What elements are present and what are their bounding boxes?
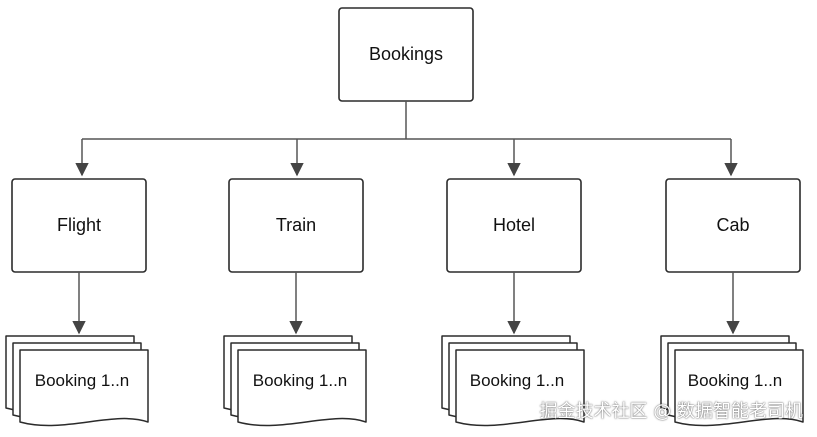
doc-label-train: Booking 1..n [253,371,348,390]
category-label-hotel: Hotel [493,215,535,235]
doc-connectors [72,272,740,335]
doc-stack-hotel: Booking 1..n [441,335,585,427]
doc-sheet-front [455,349,585,427]
doc-sheet-front [237,349,367,427]
doc-label-cab: Booking 1..n [688,371,783,390]
doc-label-flight: Booking 1..n [35,371,130,390]
root-node: Bookings [338,7,474,102]
doc-stack-flight: Booking 1..n [5,335,149,427]
category-label-flight: Flight [57,215,101,235]
category-node-cab: Cab [665,178,801,273]
watermark: 掘金技术社区 @ 数据智能老司机 [539,401,803,422]
category-label-train: Train [276,215,316,235]
doc-stack-cab: Booking 1..n [660,335,804,427]
category-node-flight: Flight [11,178,147,273]
doc-sheet-front [19,349,149,427]
root-node-label: Bookings [369,44,443,64]
doc-sheet-front [674,349,804,427]
category-node-hotel: Hotel [446,178,582,273]
category-label-cab: Cab [716,215,749,235]
connectors [75,101,738,177]
category-node-train: Train [228,178,364,273]
doc-stack-train: Booking 1..n [223,335,367,427]
doc-label-hotel: Booking 1..n [470,371,565,390]
